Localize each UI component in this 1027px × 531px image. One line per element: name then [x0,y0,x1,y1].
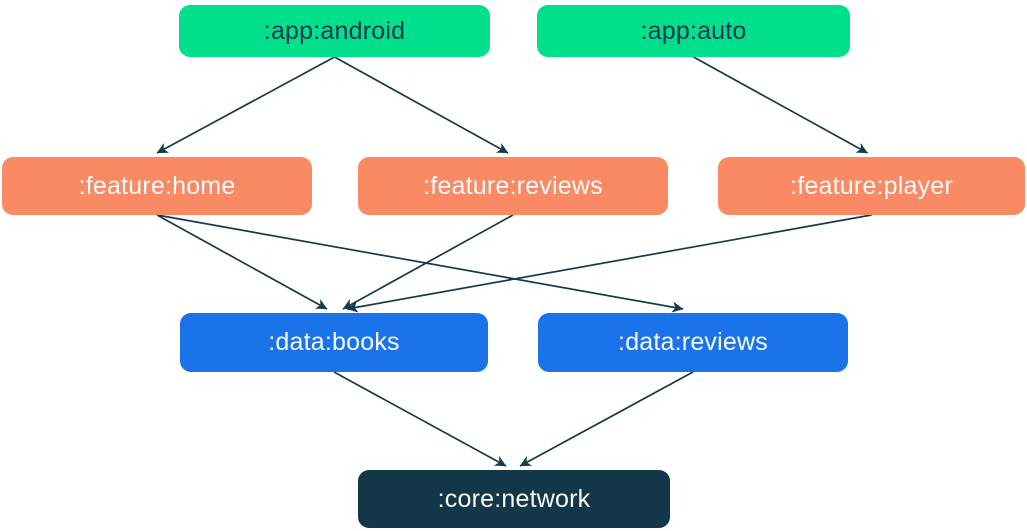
edge-feature-reviews-to-data-books [342,214,514,310]
edge-feature-home-to-data-reviews [156,214,684,313]
edge-app-auto-to-feature-player [693,56,868,154]
edge-data-books-to-core-network [333,371,507,467]
edge-app-android-to-feature-home [156,56,335,154]
node-feature-reviews: :feature:reviews [358,157,668,215]
node-core-network: :core:network [358,470,670,528]
edge-app-android-to-feature-reviews [334,56,509,154]
edge-group [156,56,872,467]
node-app-auto: :app:auto [537,5,850,57]
node-feature-player: :feature:player [718,157,1025,215]
edge-feature-home-to-data-books [156,214,328,310]
node-data-reviews: :data:reviews [538,313,848,372]
node-data-books: :data:books [180,313,488,372]
edge-data-reviews-to-core-network [519,371,694,467]
node-app-android: :app:android [179,5,490,57]
edge-feature-player-to-data-books [346,214,872,313]
node-feature-home: :feature:home [2,157,312,215]
